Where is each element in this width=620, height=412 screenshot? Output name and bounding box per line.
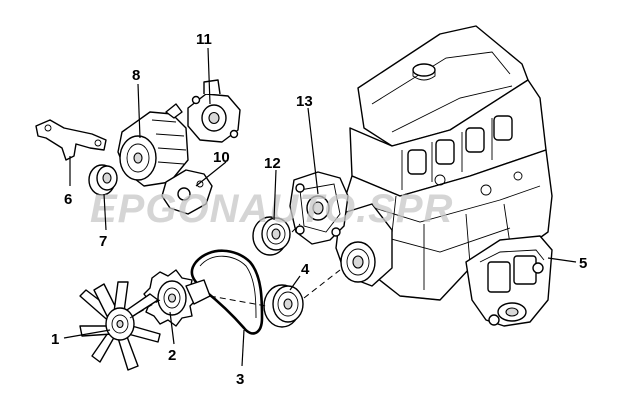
- callout-7: 7: [99, 233, 107, 250]
- part-13-water-pump-housing: [289, 171, 349, 245]
- callout-labels: 1 2 3 4 5 6 7 8 10 11 12 13: [51, 31, 587, 388]
- part-11-vacuum-pump: [187, 79, 241, 143]
- alignment-lines: [129, 223, 341, 319]
- callout-1: 1: [51, 331, 59, 348]
- callout-3: 3: [236, 371, 244, 388]
- part-8-alternator: [117, 103, 189, 187]
- part-7-alternator-pulley: [88, 164, 118, 196]
- part-5-oil-filter-bracket: [465, 235, 553, 327]
- part-6-alternator-bracket: [35, 119, 107, 161]
- callout-6: 6: [64, 191, 72, 208]
- callout-10: 10: [213, 149, 230, 166]
- callout-2: 2: [168, 347, 176, 364]
- callout-13: 13: [296, 93, 313, 110]
- engine-block: [335, 25, 553, 301]
- callout-12: 12: [264, 155, 281, 172]
- part-2-fan-hub: [143, 269, 211, 327]
- part-4-crank-pulley: [263, 284, 304, 328]
- part-12-idler-pulley: [252, 216, 291, 256]
- callout-5: 5: [579, 255, 587, 272]
- part-1-cooling-fan: [79, 281, 161, 371]
- watermark: EPGONAUTO.SPR: [90, 187, 453, 231]
- part-10-tensioner: [161, 169, 213, 215]
- callout-4: 4: [301, 261, 310, 278]
- leader-lines: [63, 47, 577, 367]
- callout-11: 11: [196, 31, 212, 48]
- callout-8: 8: [132, 67, 140, 84]
